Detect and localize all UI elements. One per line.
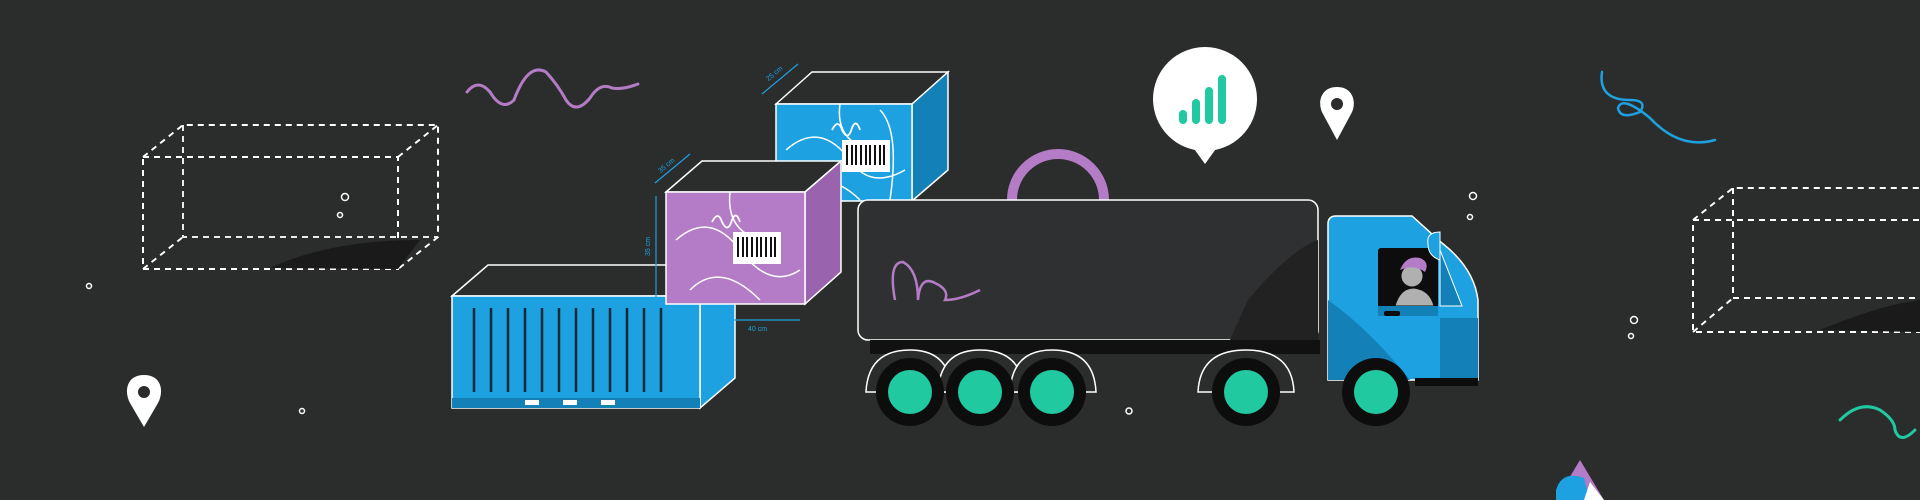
location-pin-icon (126, 375, 162, 427)
shadow-left (270, 240, 420, 269)
purple-squiggle (465, 68, 640, 109)
shadow-right (1820, 300, 1920, 332)
wireframe-box-left (142, 124, 439, 270)
blue-squiggle (1600, 70, 1717, 144)
shipping-container (449, 263, 737, 410)
signal-bars-icon (1179, 75, 1226, 124)
geometric-shapes (1556, 460, 1604, 500)
package-purple: 35 cm 35 cm 40 cm (645, 153, 844, 333)
decor-dots (85, 191, 1639, 415)
location-pin-icon (1320, 87, 1354, 140)
truck-trailer (857, 199, 1320, 354)
truck-wheels (865, 349, 1410, 426)
truck-cab (1327, 215, 1479, 386)
dim-label-purple-bottom: 40 cm (748, 326, 767, 333)
signal-bubble (1153, 47, 1257, 164)
dim-label-purple-side: 35 cm (645, 237, 652, 256)
wireframe-box-right (1692, 187, 1920, 333)
green-squiggle (1838, 405, 1917, 439)
